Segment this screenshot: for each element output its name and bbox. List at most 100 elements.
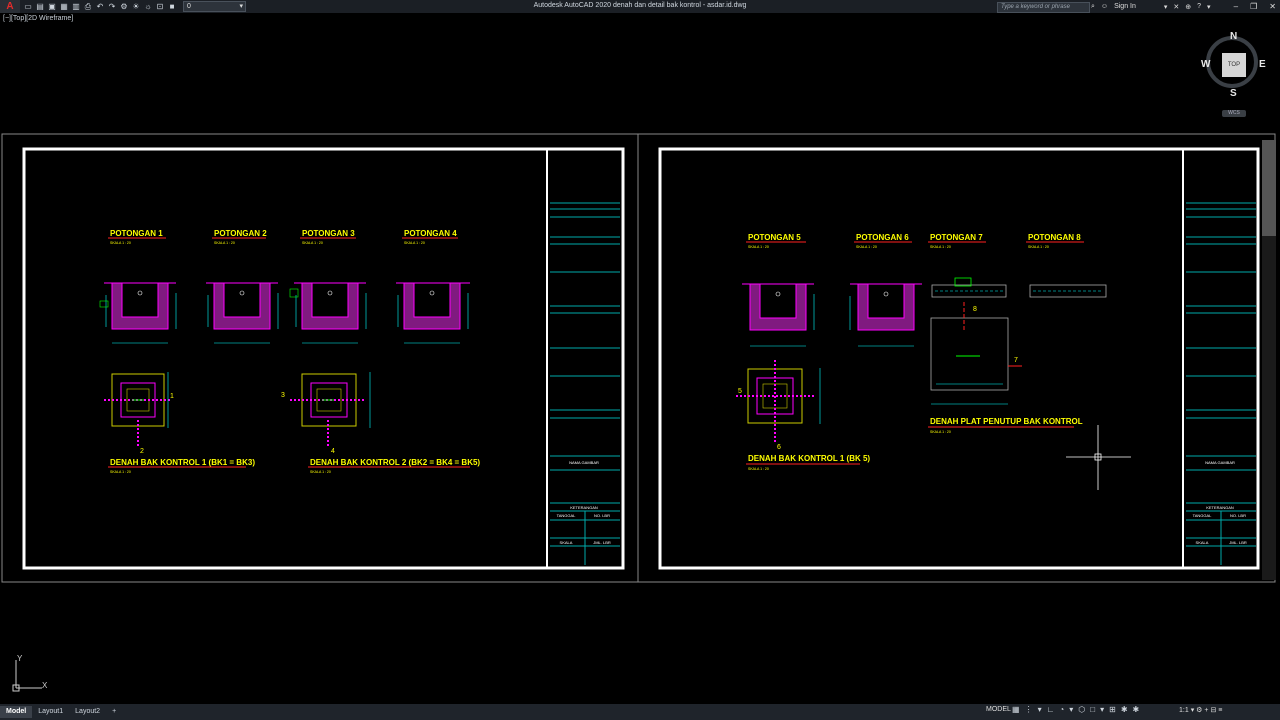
window-controls: – ❐ ✕ (1234, 0, 1276, 13)
viewport-controls-label[interactable]: [−][Top][2D Wireframe] (3, 15, 74, 22)
cut-marker-4: 4 (331, 448, 335, 455)
tb2-nama-gambar: NAMA GAMBAR (1205, 460, 1235, 465)
plan-title-bk5: DENAH BAK KONTROL 1 (BK 5) (748, 454, 870, 463)
tb2-keterangan: KETERANGAN (1206, 505, 1234, 510)
section-title-6: POTONGAN 6 (856, 233, 909, 242)
section-scale-1: SKALA 1 : 20 (110, 241, 131, 245)
save-as-icon[interactable]: ▦ (60, 2, 68, 11)
tab-model[interactable]: Model (0, 706, 33, 718)
workspace-icon[interactable]: ⊟ (1210, 707, 1217, 714)
cut-marker-6: 6 (777, 444, 781, 451)
section-detail-8 (1029, 284, 1107, 298)
tb1-no-lbr: NO. LBR (594, 513, 610, 518)
grid-icon[interactable]: ▦ (1012, 705, 1020, 714)
chevron-down-icon[interactable]: ▾ (1069, 705, 1074, 714)
restore-icon[interactable]: ❐ (1250, 2, 1258, 11)
workspace-icon[interactable]: ⚙ (120, 2, 128, 11)
annotation-scale-icon[interactable]: ✱ (1132, 705, 1140, 714)
save-icon[interactable]: ▣ (48, 2, 56, 11)
tb1-nama-gambar: NAMA GAMBAR (569, 460, 599, 465)
cut-marker-1: 1 (170, 393, 174, 400)
viewcube-top-face[interactable]: TOP (1222, 53, 1246, 77)
viewcube[interactable]: TOP N S W E (1200, 30, 1272, 102)
chevron-down-icon[interactable]: ▾ (1207, 3, 1211, 11)
compass-west[interactable]: W (1201, 59, 1211, 70)
tb1-skala: SKALA (560, 540, 573, 545)
chevron-down-icon[interactable]: ▾ (1100, 705, 1105, 714)
redo-icon[interactable]: ↷ (108, 2, 116, 11)
layer-freeze-icon[interactable]: ☼ (144, 2, 152, 11)
tb1-jml-lbr: JML. LBR (593, 540, 611, 545)
cut-marker-2: 2 (140, 448, 144, 455)
tab-layout2[interactable]: Layout2 (75, 708, 101, 715)
sign-in-button[interactable]: Sign In (1114, 3, 1136, 10)
application-menu-button[interactable]: A (0, 0, 20, 13)
crosshair-cursor (1066, 425, 1131, 490)
settings-icon[interactable]: ⚙ (1196, 707, 1203, 714)
open-folder-icon[interactable]: ▤ (36, 2, 44, 11)
scrollbar-thumb[interactable] (1262, 140, 1276, 236)
isodraft-icon[interactable]: ⬡ (1078, 705, 1086, 714)
add-layout-button[interactable]: + (112, 708, 117, 715)
dynamic-ucs-icon[interactable]: ⊞ (1109, 705, 1116, 714)
tb2-tanggal: TANGGAL (1193, 513, 1213, 518)
sheet-2-border (658, 147, 1260, 570)
section-detail-2 (206, 282, 279, 344)
chevron-down-icon[interactable]: ▾ (1037, 705, 1042, 714)
sheet-2-titleblock (1186, 202, 1256, 565)
close-icon[interactable]: ✕ (1269, 2, 1276, 11)
section-title-7: POTONGAN 7 (930, 233, 983, 242)
tb2-jml-lbr: JML. LBR (1229, 540, 1247, 545)
search-input[interactable]: Type a keyword or phrase (997, 2, 1090, 13)
tb2-skala: SKALA (1196, 540, 1209, 545)
annotation-visibility-icon[interactable]: ✱ (1120, 705, 1128, 714)
annotation-scale[interactable]: 1:1 ▾ ⚙ + ⊟ ≡ (1179, 706, 1222, 714)
cut-marker-8: 8 (973, 306, 977, 313)
help-icon[interactable]: ? (1197, 3, 1202, 10)
compass-south[interactable]: S (1230, 88, 1237, 99)
layer-dropdown[interactable]: 0▾ (183, 1, 246, 12)
cut-marker-3: 3 (281, 392, 285, 399)
user-icon: ☺ (1100, 3, 1109, 10)
minimize-icon[interactable]: – (1233, 2, 1239, 11)
section-scale-2: SKALA 1 : 20 (214, 241, 235, 245)
undo-icon[interactable]: ↶ (96, 2, 104, 11)
section-scale-8: SKALA 1 : 20 (1028, 245, 1049, 249)
drawing-sheet-1: NAMA GAMBAR KETERANGAN TANGGAL NO. LBR S… (22, 147, 625, 570)
lightbulb-icon[interactable]: ☀ (132, 2, 140, 11)
polar-icon[interactable]: ◔ (1059, 705, 1065, 714)
autodesk-app-icon[interactable]: ✕ (1173, 3, 1180, 11)
plot-icon[interactable]: ⎙ (84, 2, 92, 11)
chevron-down-icon: ▾ (239, 3, 243, 10)
section-scale-3: SKALA 1 : 20 (302, 241, 323, 245)
layer-color-icon[interactable]: ■ (169, 2, 175, 11)
tab-layout1[interactable]: Layout1 (38, 708, 64, 715)
chevron-down-icon[interactable]: ▾ (1163, 3, 1168, 11)
web-mobile-icon[interactable]: ▥ (72, 2, 80, 11)
ortho-icon[interactable]: ∟ (1046, 705, 1055, 714)
chevron-down-icon: ▾ (1190, 707, 1195, 714)
wcs-menu[interactable]: WCS (1222, 110, 1246, 117)
add-icon[interactable]: + (1204, 707, 1209, 714)
exchange-icon[interactable]: ⊕ (1185, 3, 1192, 11)
plan-title-bk1: DENAH BAK KONTROL 1 (BK1 = BK3) (110, 458, 255, 467)
snap-icon[interactable]: ⋮ (1024, 705, 1033, 714)
section-detail-6 (849, 283, 922, 347)
compass-north[interactable]: N (1230, 31, 1238, 42)
model-space-button[interactable]: MODEL (986, 706, 1011, 713)
customize-menu-icon[interactable]: ≡ (1218, 707, 1223, 714)
search-icon[interactable]: ⌕ (1091, 2, 1095, 10)
compass-east[interactable]: E (1259, 59, 1266, 70)
compass-ring[interactable] (1206, 36, 1258, 88)
new-file-icon[interactable]: ▭ (24, 2, 32, 11)
osnap-icon[interactable]: □ (1090, 705, 1096, 714)
tb2-no-lbr: NO. LBR (1230, 513, 1246, 518)
section-detail-5 (742, 283, 815, 347)
vertical-scrollbar[interactable] (1262, 140, 1276, 580)
tb1-tanggal: TANGGAL (557, 513, 577, 518)
quick-access-toolbar: ▭ ▤ ▣ ▦ ▥ ⎙ ↶ ↷ ⚙ ☀ ☼ ⊡ ■ (23, 2, 177, 11)
layer-lock-icon[interactable]: ⊡ (156, 2, 164, 11)
plan-view-cover-plate (930, 302, 1022, 405)
section-detail-1 (99, 282, 177, 344)
